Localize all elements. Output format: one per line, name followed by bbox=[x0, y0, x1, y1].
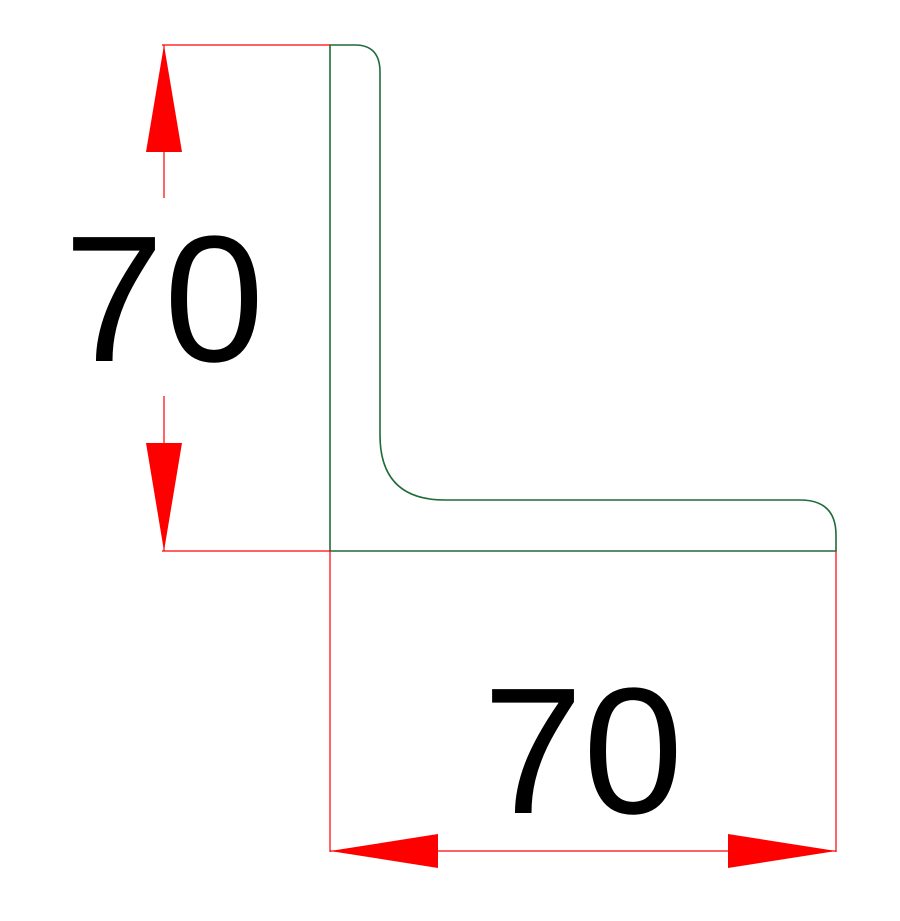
width-dimension-label: 70 bbox=[483, 651, 683, 852]
height-arrowhead-top bbox=[146, 45, 182, 152]
height-dimension: 70 bbox=[64, 44, 330, 552]
angle-profile-outline bbox=[329, 44, 837, 552]
width-arrowhead-right bbox=[728, 834, 836, 868]
width-arrowhead-left bbox=[330, 834, 438, 868]
height-dimension-label: 70 bbox=[64, 199, 264, 400]
width-dimension: 70 bbox=[329, 551, 837, 868]
height-arrowhead-bottom bbox=[146, 443, 182, 551]
